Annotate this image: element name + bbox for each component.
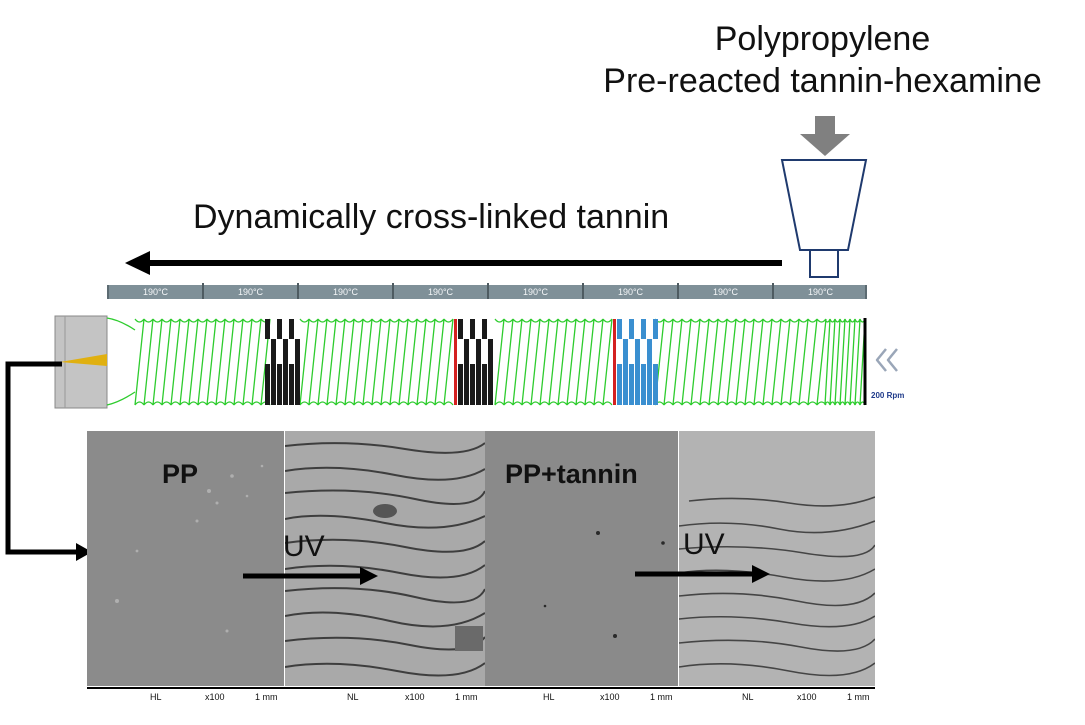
uv-label-2: UV bbox=[683, 528, 725, 561]
flow-label: Dynamically cross-linked tannin bbox=[193, 198, 670, 236]
hopper bbox=[780, 159, 868, 278]
kneading-block-1 bbox=[265, 319, 300, 405]
scale-mag-1: x100 bbox=[205, 692, 225, 702]
feed-material-2: Pre-reacted tannin-hexamine bbox=[603, 62, 1042, 100]
die bbox=[54, 315, 108, 409]
screw-speed: 200 Rpm bbox=[871, 391, 905, 400]
barrel-zone-labels: 190°C 190°C 190°C 190°C 190°C 190°C 190°… bbox=[108, 285, 868, 299]
zone-temp-3: 190°C bbox=[332, 287, 359, 297]
feed-arrow-icon bbox=[800, 116, 850, 156]
rotation-chevron-icon bbox=[875, 348, 898, 372]
scale-len-1: 1 mm bbox=[255, 692, 278, 702]
scale-mode-3: HL bbox=[543, 692, 555, 702]
scale-len-4: 1 mm bbox=[847, 692, 870, 702]
barrel bbox=[107, 283, 867, 299]
zone-temp-7: 190°C bbox=[712, 287, 739, 297]
zone-temp-8: 190°C bbox=[807, 287, 834, 297]
zone-temp-5: 190°C bbox=[522, 287, 549, 297]
scale-mag-4: x100 bbox=[797, 692, 817, 702]
micrograph-pp-tannin-uv bbox=[679, 431, 875, 686]
scale-mode-1: HL bbox=[150, 692, 162, 702]
zone-temp-2: 190°C bbox=[237, 287, 264, 297]
scale-mag-2: x100 bbox=[405, 692, 425, 702]
kneading-block-2 bbox=[454, 319, 493, 405]
zone-temp-6: 190°C bbox=[617, 287, 644, 297]
micrograph-pp-tannin: PP+tannin bbox=[485, 431, 678, 686]
zone-temp-1: 190°C bbox=[142, 287, 169, 297]
scale-len-2: 1 mm bbox=[455, 692, 478, 702]
scale-mode-2: NL bbox=[347, 692, 359, 702]
outlet-arrow bbox=[5, 361, 92, 561]
kneading-block-3 bbox=[613, 319, 658, 405]
screw bbox=[106, 317, 867, 406]
scale-mode-4: NL bbox=[742, 692, 754, 702]
scale-mag-3: x100 bbox=[600, 692, 620, 702]
micrograph-label-pp-tannin: PP+tannin bbox=[505, 459, 638, 489]
micrograph-label-pp: PP bbox=[162, 459, 199, 489]
flow-arrow bbox=[125, 251, 782, 275]
uv-label-1: UV bbox=[283, 530, 325, 563]
feed-material-1: Polypropylene bbox=[714, 20, 931, 58]
zone-temp-4: 190°C bbox=[427, 287, 454, 297]
micrograph-pp-uv bbox=[285, 431, 485, 686]
scale-len-3: 1 mm bbox=[650, 692, 673, 702]
micrograph-pp: PP bbox=[87, 431, 284, 686]
